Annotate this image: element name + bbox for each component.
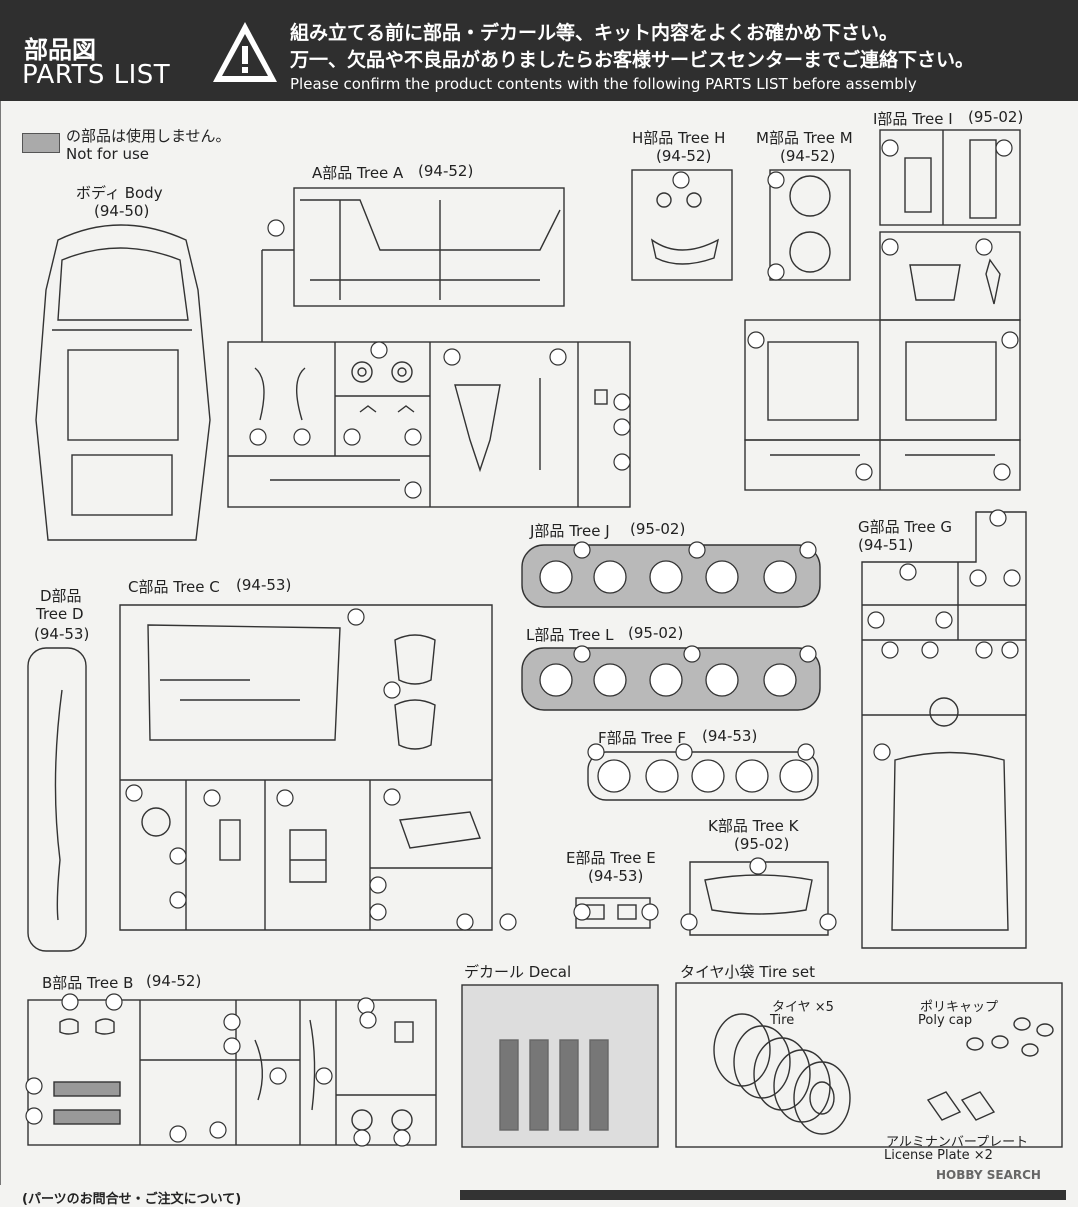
- tree-k-label: K部品 Tree K: [708, 817, 799, 835]
- tree-f-code: (94-53): [702, 727, 758, 745]
- tree-j-label: J部品 Tree J: [530, 522, 610, 540]
- tree-i-label: I部品 Tree I: [873, 110, 953, 128]
- polycap-en-label: Poly cap: [918, 1013, 973, 1028]
- notice-line-2: 万一、欠品や不良品がありましたらお客様サービスセンターまでご連絡下さい。: [290, 49, 975, 71]
- polycap-drawing: [966, 1017, 1054, 1057]
- tree-c-label: C部品 Tree C: [128, 578, 220, 596]
- tree-h-label: H部品 Tree H: [632, 129, 726, 147]
- tree-body-label: ボディ Body: [76, 184, 163, 202]
- legend-jp: の部品は使用しません。: [66, 127, 231, 145]
- tree-h-drawing: [631, 169, 733, 281]
- tire-set-label: タイヤ小袋 Tire set: [680, 963, 815, 981]
- tree-i-code: (95-02): [968, 108, 1024, 126]
- tree-c-code: (94-53): [236, 576, 292, 594]
- footer-right-bar: [460, 1190, 1066, 1200]
- tree-f-label: F部品 Tree F: [598, 729, 687, 747]
- tree-f-drawing: [587, 751, 819, 801]
- plate-en-label: License Plate ×2: [884, 1148, 993, 1163]
- tree-d-code: (94-53): [34, 625, 90, 643]
- tree-a-label: A部品 Tree A: [312, 164, 404, 182]
- legend-en: Not for use: [66, 145, 149, 163]
- tree-k-drawing: [689, 861, 829, 936]
- plate-jp-label: アルミナンバープレート: [886, 1135, 1029, 1150]
- tree-d-label-2: Tree D: [36, 605, 84, 623]
- watermark-text: HOBBY SEARCH: [936, 1168, 1041, 1182]
- tree-g-label: G部品 Tree G: [858, 518, 953, 536]
- header-banner: 部品図 PARTS LIST 組み立てる前に部品・デカール等、キット内容をよくお…: [0, 0, 1078, 101]
- tree-e-code: (94-53): [588, 867, 644, 885]
- tree-j-code: (95-02): [630, 520, 686, 538]
- tree-g-code: (94-51): [858, 536, 914, 554]
- tree-b-drawing: [27, 999, 437, 1146]
- tree-b-code: (94-52): [146, 972, 202, 990]
- tree-a-drawing: [227, 187, 631, 508]
- tire-en-label: Tire: [770, 1013, 795, 1028]
- tree-i-drawing: [744, 129, 1021, 491]
- body-shell-drawing: [35, 224, 211, 541]
- tire-stack-drawing: [713, 1013, 851, 1135]
- tree-d-drawing: [27, 647, 87, 952]
- title-en: PARTS LIST: [22, 60, 171, 90]
- title-jp: 部品図: [24, 36, 96, 64]
- tree-d-label-1: D部品: [40, 587, 82, 605]
- polycap-jp-label: ポリキャップ: [920, 1000, 999, 1015]
- tree-b-label: B部品 Tree B: [42, 974, 134, 992]
- tree-m-code: (94-52): [780, 147, 836, 165]
- tree-l-code: (95-02): [628, 624, 684, 642]
- tree-body-code: (94-50): [94, 202, 150, 220]
- license-plate-drawing: [926, 1091, 996, 1121]
- tree-m-drawing: [769, 169, 851, 281]
- tree-a-code: (94-52): [418, 162, 474, 180]
- tree-l-label: L部品 Tree L: [526, 626, 614, 644]
- footer-left-text: (パーツのお問合せ・ご注文について): [22, 1192, 242, 1207]
- not-for-use-swatch: [22, 133, 60, 153]
- tire-jp-label: タイヤ ×5: [772, 1000, 834, 1015]
- tree-h-code: (94-52): [656, 147, 712, 165]
- tire-set-box: [675, 982, 1063, 1148]
- tree-c-drawing: [119, 604, 493, 931]
- tree-k-code: (95-02): [734, 835, 790, 853]
- tree-g-drawing: [861, 511, 1027, 949]
- notice-line-1: 組み立てる前に部品・デカール等、キット内容をよくお確かめ下さい。: [290, 22, 899, 44]
- notice-line-3: Please confirm the product contents with…: [290, 75, 917, 93]
- tree-e-label: E部品 Tree E: [566, 849, 656, 867]
- tree-m-label: M部品 Tree M: [756, 129, 853, 147]
- decal-label: デカール Decal: [464, 963, 572, 981]
- warning-icon: [213, 22, 277, 82]
- wheel-set: [539, 560, 813, 793]
- part-number-markers: [25, 139, 1021, 1147]
